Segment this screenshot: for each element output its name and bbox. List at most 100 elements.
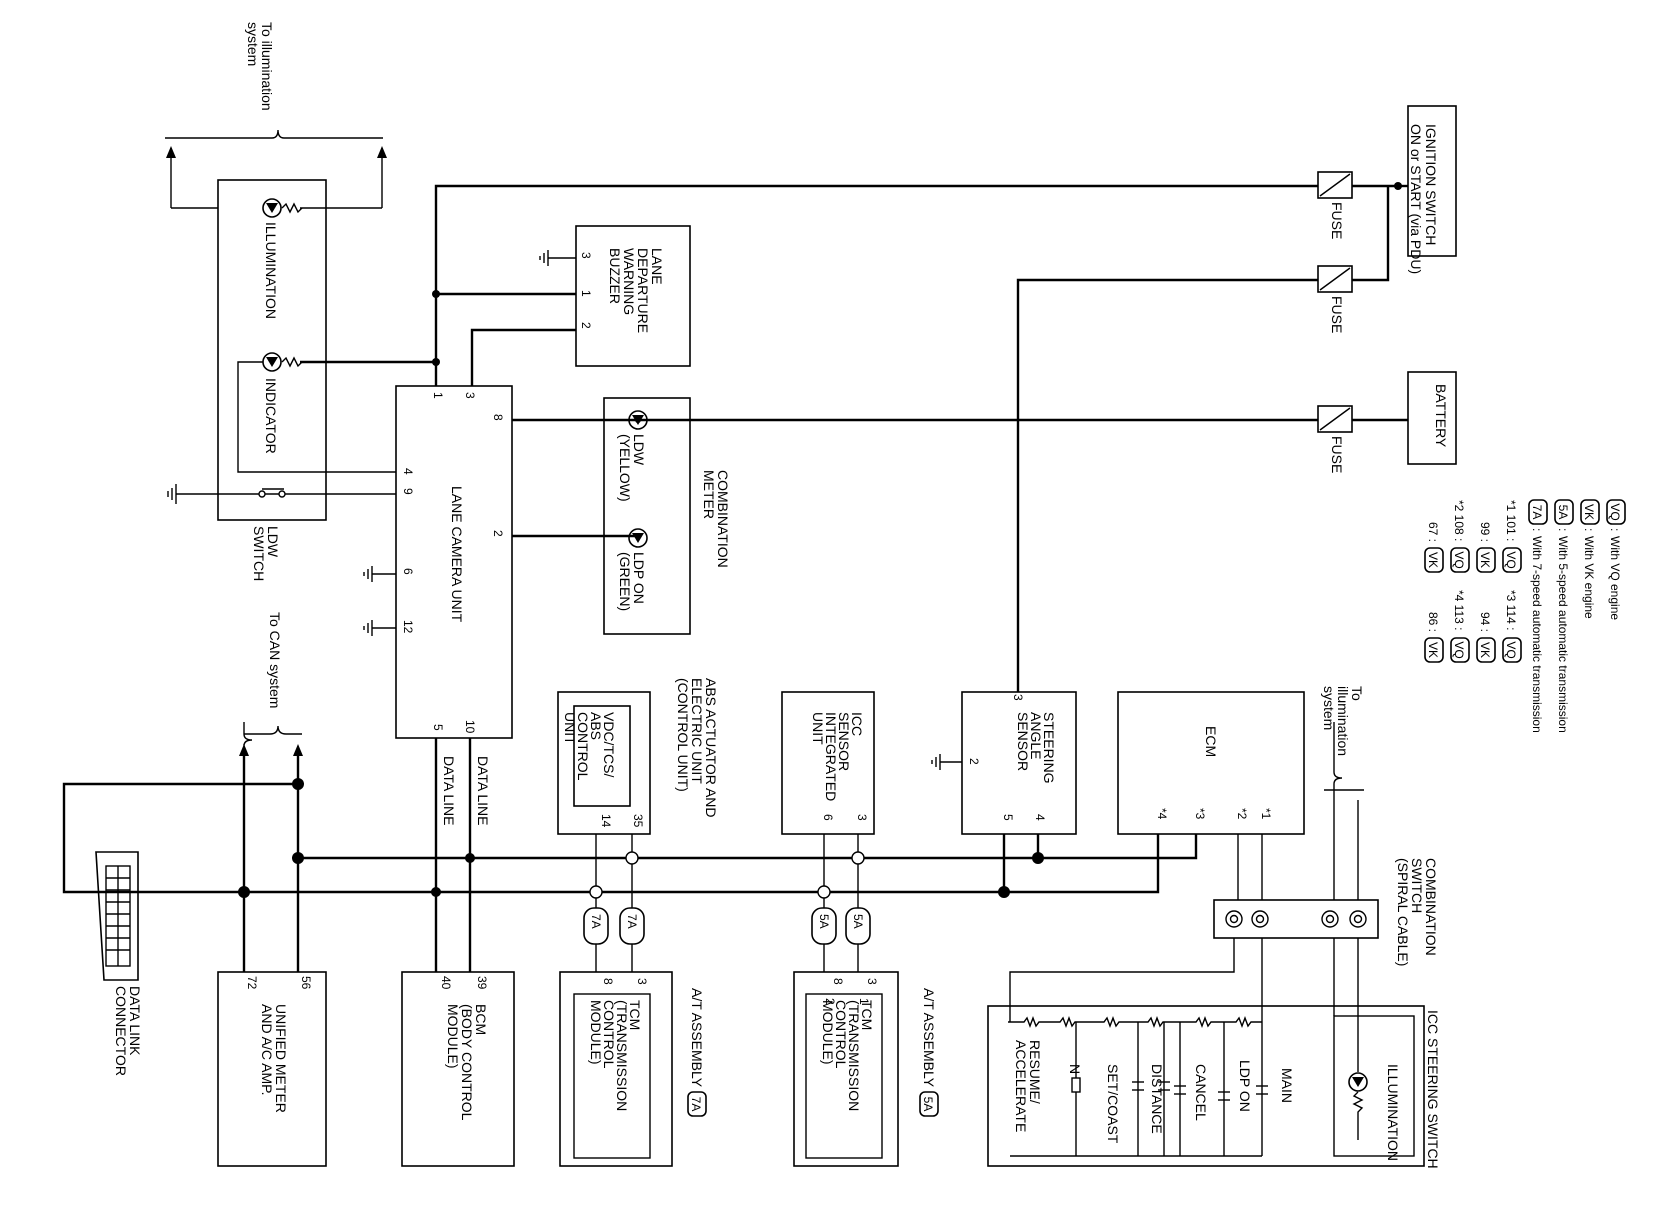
svg-text:(CONTROL UNIT): (CONTROL UNIT) bbox=[675, 678, 691, 792]
svg-text:1: 1 bbox=[431, 392, 445, 399]
svg-text:AND A/C AMP.: AND A/C AMP. bbox=[259, 1004, 275, 1096]
legend-row-vq: VQ : With VQ engine bbox=[1606, 499, 1626, 620]
indicator-label: INDICATOR bbox=[263, 378, 279, 454]
svg-text:MODULE): MODULE) bbox=[588, 1000, 604, 1065]
svg-text:VK: VK bbox=[1478, 552, 1492, 568]
svg-text:ICC: ICC bbox=[849, 712, 865, 736]
svg-text:SENSOR: SENSOR bbox=[836, 712, 852, 771]
svg-text:BUZZER: BUZZER bbox=[607, 248, 623, 304]
svg-text:*1: *1 bbox=[1259, 808, 1273, 820]
svg-text:VQ: VQ bbox=[1452, 551, 1466, 568]
svg-text:5A: 5A bbox=[817, 914, 831, 929]
svg-text:7A: 7A bbox=[1530, 505, 1544, 520]
svg-text:CONTROL: CONTROL bbox=[601, 1000, 617, 1069]
svg-text:7A: 7A bbox=[589, 914, 603, 929]
svg-text:5: 5 bbox=[1001, 814, 1015, 821]
indicator-led-icon bbox=[262, 352, 303, 372]
option-tags: 7A 7A 5A 5A bbox=[583, 907, 871, 945]
svg-text:VK: VK bbox=[1426, 552, 1440, 568]
svg-text:To illumination: To illumination bbox=[259, 22, 275, 111]
svg-text:7A: 7A bbox=[689, 1097, 703, 1112]
svg-text:ECM: ECM bbox=[1203, 726, 1219, 757]
at-assembly-5a-label: A/T ASSEMBLY : 5A bbox=[919, 988, 939, 1117]
combination-meter-label: COMBINATION METER bbox=[701, 470, 731, 568]
icc-illumination-led-icon bbox=[1348, 1072, 1368, 1092]
svg-text:(GREEN): (GREEN) bbox=[617, 552, 633, 611]
data-line-label: DATA LINE bbox=[441, 756, 457, 826]
svg-text:10: 10 bbox=[463, 720, 477, 734]
svg-text:A/T ASSEMBLY :: A/T ASSEMBLY : bbox=[921, 988, 937, 1095]
svg-text:LDW: LDW bbox=[265, 526, 281, 558]
svg-text:LANE CAMERA UNIT: LANE CAMERA UNIT bbox=[449, 486, 465, 623]
svg-text:FUSE: FUSE bbox=[1329, 436, 1345, 473]
svg-text:SWITCH: SWITCH bbox=[251, 526, 267, 581]
svg-text:CANCEL: CANCEL bbox=[1193, 1064, 1209, 1121]
steering-angle-sensor: STEERING ANGLE SENSOR 3 2 5 4 bbox=[961, 691, 1077, 835]
switch-contact-icon bbox=[1071, 1077, 1268, 1101]
svg-text:FUSE: FUSE bbox=[1329, 296, 1345, 333]
svg-text:(SPIRAL CABLE): (SPIRAL CABLE) bbox=[1395, 858, 1411, 966]
ldp-green-lamp-icon bbox=[628, 528, 648, 548]
svg-text::: : bbox=[1608, 528, 1622, 531]
data-link-connector bbox=[95, 851, 139, 981]
abs-label: ABS ACTUATOR AND ELECTRIC UNIT (CONTROL … bbox=[675, 678, 719, 818]
svg-text:CONNECTOR: CONNECTOR bbox=[113, 986, 129, 1076]
svg-text:DEPARTURE: DEPARTURE bbox=[635, 248, 651, 333]
svg-text:SENSOR: SENSOR bbox=[1015, 712, 1031, 771]
legend-notes: *1 101 : VQ *3 114 : VQ 99 : VK 94 : VK … bbox=[1424, 500, 1522, 663]
svg-text:system: system bbox=[245, 22, 261, 66]
svg-text:5A: 5A bbox=[921, 1097, 935, 1112]
legend: VQ : With VQ engine VK : With VK engine … bbox=[1424, 499, 1626, 733]
svg-text:67 :: 67 : bbox=[1426, 522, 1440, 542]
svg-text:12: 12 bbox=[401, 620, 415, 634]
svg-text:VQ: VQ bbox=[1452, 641, 1466, 658]
at-assembly-5a: TCM (TRANSMISSION CONTROL MODULE) 3 8 1 … bbox=[793, 971, 899, 1167]
svg-text:UNIFIED METER: UNIFIED METER bbox=[273, 1004, 289, 1113]
to-illumination-right: To illumination system bbox=[1321, 686, 1365, 800]
svg-text:7A: 7A bbox=[625, 914, 639, 929]
svg-text:LANE: LANE bbox=[649, 248, 665, 285]
fuse-2: FUSE bbox=[1317, 265, 1353, 333]
icc-sensor-integrated-unit: ICC SENSOR INTEGRATED UNIT 3 6 bbox=[781, 691, 875, 835]
ground-icon bbox=[931, 754, 962, 770]
svg-text:1: 1 bbox=[579, 290, 593, 297]
data-link-connector-label: DATA LINK CONNECTOR bbox=[113, 986, 143, 1076]
ecm: ECM *1 *2 *3 *4 bbox=[1117, 691, 1305, 835]
svg-text:3: 3 bbox=[635, 978, 649, 985]
ldw-switch-icon bbox=[258, 488, 286, 498]
svg-text:IGNITION SWITCH: IGNITION SWITCH bbox=[1423, 124, 1439, 245]
svg-text:With 5-speed automatic transmi: With 5-speed automatic transmission bbox=[1556, 536, 1570, 733]
legend-row-7a: 7A : With 7-speed automatic transmission bbox=[1528, 499, 1548, 733]
svg-text:COMBINATION: COMBINATION bbox=[715, 470, 731, 568]
svg-text:DATA LINK: DATA LINK bbox=[127, 986, 143, 1056]
svg-text:RESUME/: RESUME/ bbox=[1027, 1040, 1043, 1104]
ignition-switch: IGNITION SWITCH ON or START (via PDU) bbox=[1407, 105, 1457, 274]
ground-icon bbox=[363, 620, 396, 636]
svg-text:system: system bbox=[1321, 686, 1337, 730]
spiral-cable-icon bbox=[1225, 910, 1367, 928]
fuse-1: FUSE bbox=[1317, 171, 1353, 239]
bcm: BCM (BODY CONTROL MODULE) 39 40 bbox=[401, 971, 515, 1167]
unified-meter-ac-amp: UNIFIED METER AND A/C AMP. 56 72 bbox=[217, 971, 327, 1167]
svg-text:40: 40 bbox=[439, 976, 453, 990]
to-can-system: To CAN system bbox=[243, 612, 302, 747]
svg-text:ABS: ABS bbox=[588, 712, 604, 740]
svg-text:To CAN system: To CAN system bbox=[267, 612, 283, 708]
svg-text:UNIT: UNIT bbox=[810, 712, 826, 745]
svg-text:COMBINATION: COMBINATION bbox=[1423, 858, 1439, 956]
svg-text:5A: 5A bbox=[851, 914, 865, 929]
svg-text:CONTROL: CONTROL bbox=[575, 712, 591, 781]
svg-text:DISTANCE: DISTANCE bbox=[1149, 1064, 1165, 1134]
svg-text:(TRANSMISSION: (TRANSMISSION bbox=[846, 1000, 862, 1111]
svg-text:BATTERY: BATTERY bbox=[1433, 384, 1449, 448]
ground-icon bbox=[363, 566, 396, 582]
svg-text:TCM: TCM bbox=[627, 1000, 643, 1030]
junction-dots bbox=[238, 182, 1402, 899]
svg-text:MAIN: MAIN bbox=[1279, 1068, 1295, 1103]
fuse-3: FUSE bbox=[1317, 405, 1353, 473]
svg-text:6: 6 bbox=[821, 814, 835, 821]
svg-text:8: 8 bbox=[601, 978, 615, 985]
svg-text:CONTROL: CONTROL bbox=[833, 1000, 849, 1069]
illumination-led-icon bbox=[262, 198, 303, 218]
